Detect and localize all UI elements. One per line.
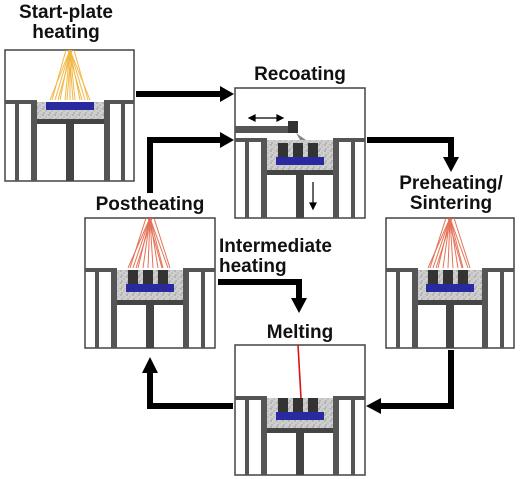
label-line: Postheating: [95, 194, 205, 215]
panel-postheating: [84, 217, 216, 349]
panel-melting: [234, 344, 366, 476]
red-beam-fan: [427, 217, 471, 269]
recoater-direction-arrow: [247, 114, 285, 122]
label-line: Recoating: [254, 64, 346, 85]
label-line: Preheating/: [399, 173, 503, 194]
flow-arrows: [136, 86, 459, 414]
label-line: Start-plate: [19, 2, 113, 23]
panel-start-plate-heating: [4, 49, 135, 182]
label-start-plate-heating: Start-plate heating: [4, 3, 128, 43]
label-preheating-sintering: Preheating/ Sintering: [388, 174, 514, 214]
yellow-beam-fan: [49, 49, 91, 101]
label-line: Sintering: [409, 193, 493, 214]
panel-preheating-sintering: [385, 217, 515, 349]
platform-down-arrow: [309, 182, 317, 211]
arrow-melting-to-postheating: [142, 357, 233, 409]
label-postheating: Postheating: [86, 195, 214, 215]
start-plate: [46, 102, 94, 110]
label-intermediate-heating: Intermediate heating: [219, 237, 359, 277]
arrow-postheating-to-recoating: [147, 132, 234, 193]
label-line: heating: [32, 22, 100, 43]
arrow-start-to-recoating: [136, 86, 234, 102]
red-beam-fan: [127, 217, 171, 269]
arrow-recoating-to-preheating: [367, 137, 459, 172]
label-line: Intermediate: [219, 236, 332, 257]
recoater-blade: [235, 126, 295, 133]
label-recoating: Recoating: [244, 65, 356, 85]
label-melting: Melting: [254, 323, 346, 343]
laser-beam: [297, 344, 302, 399]
arrow-intermediate-heating: [218, 279, 307, 313]
label-line: heating: [219, 256, 287, 277]
arrow-preheating-to-melting: [366, 350, 454, 414]
panel-recoating: [234, 87, 366, 219]
label-line: Melting: [266, 322, 334, 343]
